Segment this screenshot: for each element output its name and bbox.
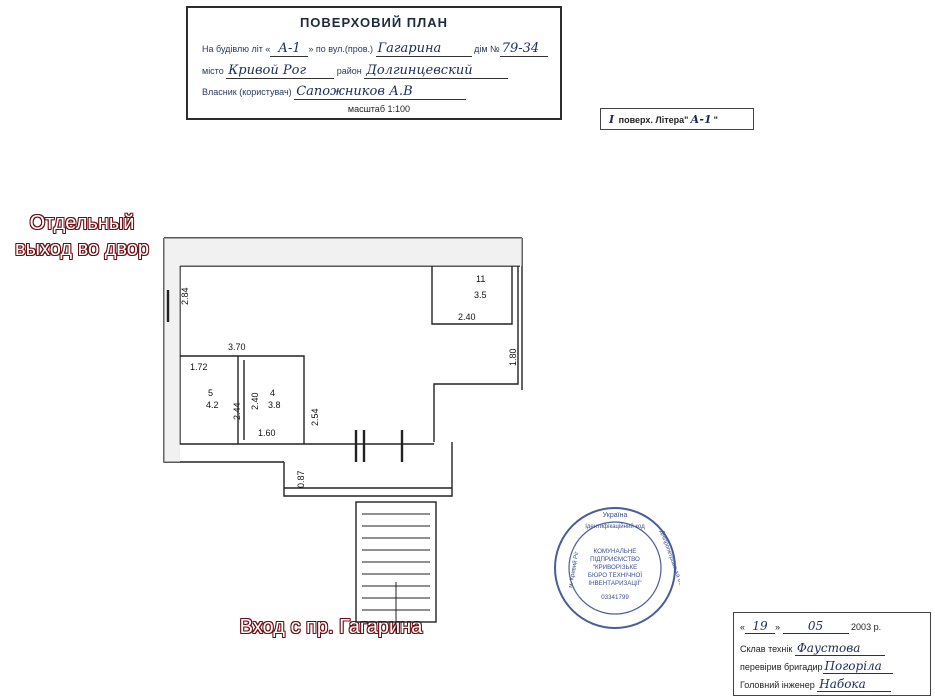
date-year: 2003 р. [851,622,882,632]
engineer-row: Головний інженер Набока [740,677,892,692]
building-line: На будівлю літ «А-1» по вул.(пров.) Гага… [202,42,548,57]
room-area: 3.8 [268,400,281,410]
vestibule-wall [283,442,453,497]
seal-ring-top: Україна [603,512,628,519]
floor-tag-text: поверх. Літера" [618,115,689,125]
yard-exit-label: Отдельный выход во двор [14,212,150,260]
seal-line: "КРИВОРІЗЬКЕ [593,564,637,571]
tech-signature: Фаустова [794,641,885,656]
room-number: 4 [270,388,275,398]
dim-text: 3.70 [228,342,246,352]
building-label: На будівлю літ « [202,44,271,54]
dim-text: 1.72 [190,362,208,372]
room-number: 11 [476,274,485,284]
right-wall [433,266,519,442]
dim-text: 2.84 [180,287,190,305]
owner-label: Власник (користувач) [202,87,292,97]
floor-plan: 2.84 3.70 1.72 2.44 2.40 1.60 2.54 2.40 … [163,237,523,634]
seal-ring-inner: Ідентифікаційний код [585,523,645,530]
dim-text: 2.44 [232,402,242,420]
seal-line: БЮРО ТЕХНІЧНОЇ [588,572,642,579]
street-label: » по вул.(пров.) [308,44,374,54]
company-seal: Україна Ідентифікаційний код м. Кривий Р… [554,507,680,629]
engineer-label: Головний інженер [740,680,815,690]
street-value: Гагарина [375,42,472,57]
date-row: «19» 05 2003 р. [740,619,882,634]
building-value: А-1 [270,42,309,57]
date-day: 19 [745,619,776,634]
brigadier-label: перевірив бригадир [740,662,823,672]
city-value: Кривой Рог [226,64,335,79]
district-value: Долгинцевский [364,64,509,79]
dim-text: 1.80 [508,348,518,366]
plan-header: ПОВЕРХОВИЙ ПЛАН На будівлю літ «А-1» по … [186,6,562,120]
floor-value: I [609,113,615,126]
district-label: район [336,66,362,76]
brigadier-signature: Погоріла [822,659,893,674]
dim-text: 2.40 [458,312,476,322]
room-area: 3.5 [474,290,487,300]
room-area: 4.2 [206,400,219,410]
house-value: 79-34 [499,42,548,57]
wall-room-11 [431,266,513,325]
room-number: 5 [208,388,213,398]
house-label: дім № [474,44,500,54]
dim-text: 2.54 [310,408,320,426]
dim-text: 2.40 [250,392,260,410]
plan-title: ПОВЕРХОВИЙ ПЛАН [299,15,449,30]
city-line: місто Кривой Рог район Долгинцевский [202,64,509,79]
seal-ring-right: Дніпропетровська обл. [658,530,680,592]
dim-text: 1.60 [258,428,276,438]
tech-label: Склав технік [740,644,793,654]
floor-tag: I поверх. Літера"А-1" [600,108,754,130]
owner-value: Сапожников А.В [294,85,467,100]
date-month: 05 [782,619,849,634]
engineer-signature: Набока [817,677,892,692]
seal-line: ПІДПРИЄМСТВО [590,556,640,563]
wall-fill-top [164,238,522,266]
letter-value: А-1 [690,113,712,126]
signature-box: «19» 05 2003 р. Склав технік Фаустова пе… [733,612,931,696]
owner-line: Власник (користувач) Сапожников А.В [202,85,467,100]
scale-text: масштаб 1:100 [347,104,410,114]
dim-text: 0.87 [296,470,306,488]
seal-code: 03341799 [601,594,629,601]
tech-row: Склав технік Фаустова [740,641,885,656]
seal-line: ІНВЕНТАРИЗАЦІЇ" [588,580,641,587]
wall-fill-left [164,266,180,462]
city-label: місто [202,66,224,76]
seal-line: КОМУНАЛЬНЕ [594,548,637,555]
partition-rooms [180,355,305,444]
